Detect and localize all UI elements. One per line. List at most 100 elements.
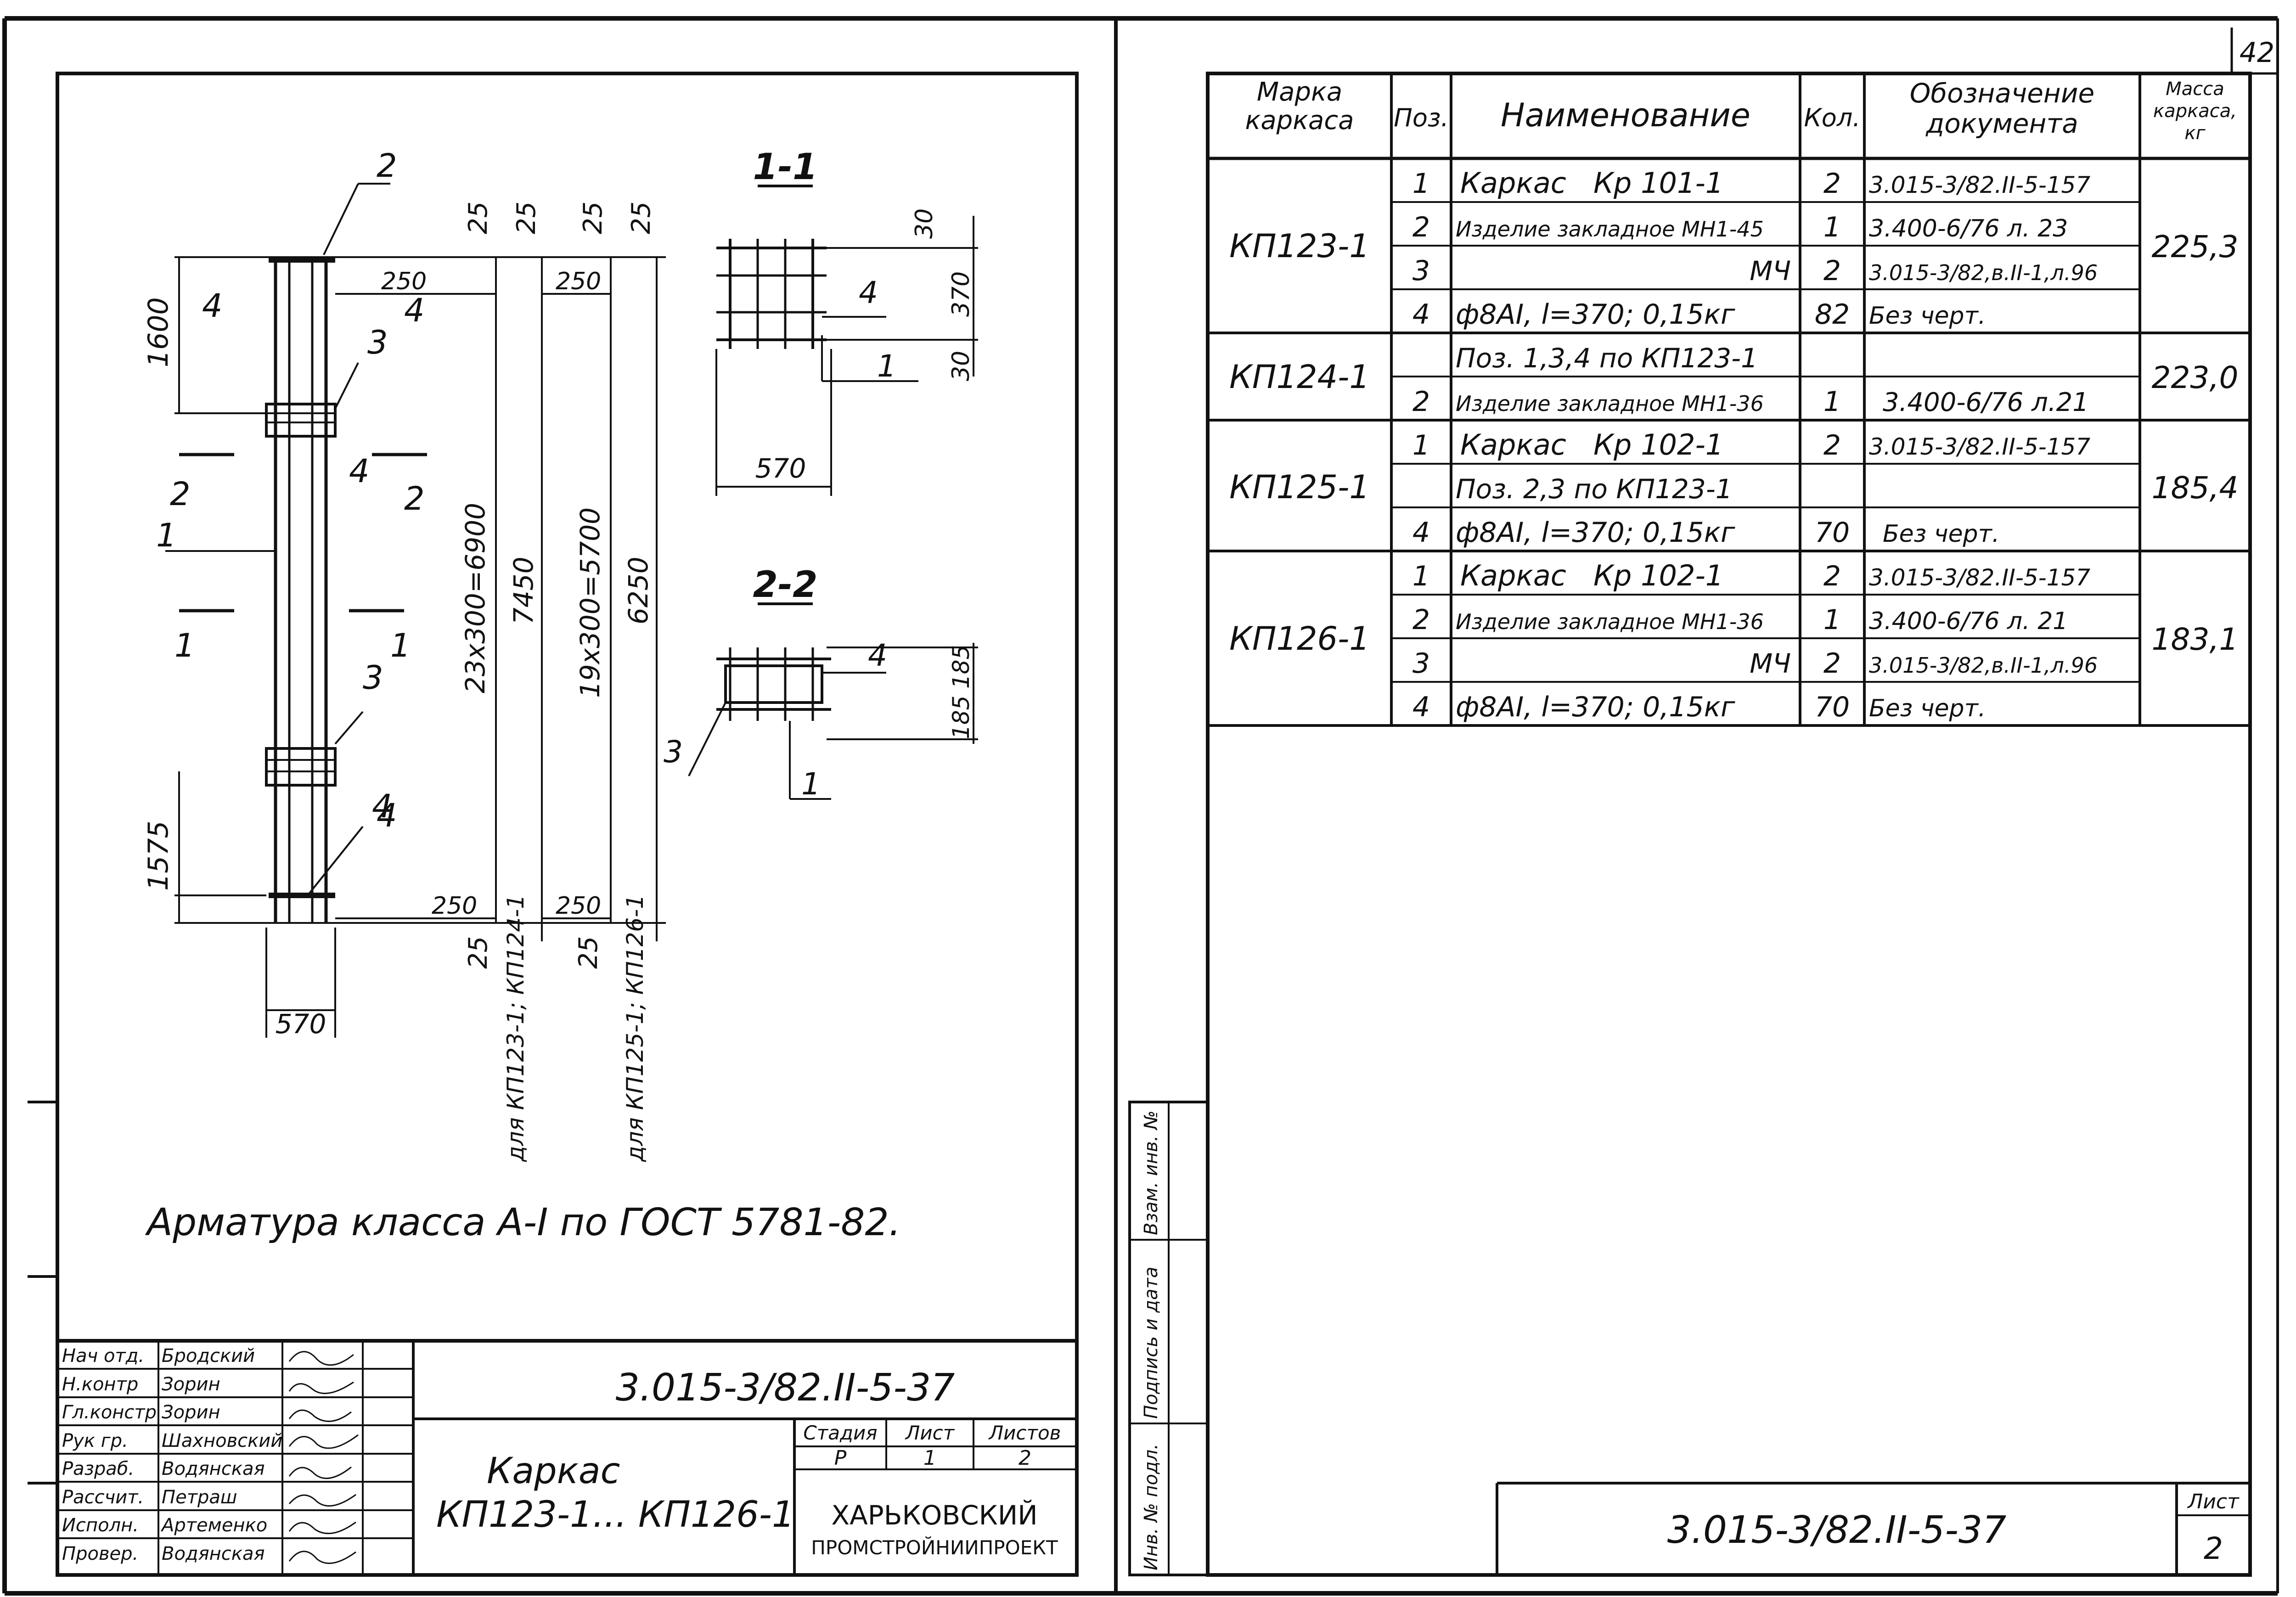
cell-doc: 3.400-6/76 л. 23: [1869, 215, 2068, 242]
dim-text: 250: [556, 892, 601, 920]
cell-pos: 2: [1412, 604, 1430, 636]
dim-text: 25: [574, 936, 603, 969]
usage-note: для КП125-1; КП126-1: [622, 894, 648, 1162]
stamp-name: Зорин: [162, 1402, 220, 1423]
page-frame: [2, 16, 2279, 1596]
cell-name: ф8АI, l=370; 0,15кг: [1456, 691, 1735, 723]
specification-table: [1208, 73, 2250, 727]
dim-text: 1575: [142, 821, 174, 891]
section-mark: 1: [174, 627, 195, 664]
stamp-name: Шахновский: [162, 1430, 282, 1451]
pos-label: 1: [801, 766, 821, 802]
stamp-name: Зорин: [162, 1374, 220, 1395]
dim-text: 1600: [142, 297, 174, 367]
cell-name: МЧ: [1750, 648, 1791, 679]
dim-text: 25: [512, 202, 541, 234]
cell-pos: 2: [1412, 211, 1430, 243]
frame-mass: 183,1: [2152, 622, 2239, 657]
pos-label: 2: [377, 147, 397, 185]
right-title-block: 3.015-3/82.II-5-37 Лист 2: [1496, 1482, 2250, 1575]
drawing-code: 3.015-3/82.II-5-37: [616, 1366, 955, 1410]
section-2-drawing: 185 185 4 3 1: [664, 638, 978, 802]
cell-qty: 70: [1815, 691, 1850, 723]
section-mark: 1: [390, 627, 411, 664]
cell-pos: 4: [1412, 691, 1430, 723]
table-row: 4 ф8АI, l=370; 0,15кг 82 Без черт.: [1412, 298, 1986, 331]
dim-text: 25: [626, 202, 656, 234]
cell-pos: 3: [1412, 647, 1430, 680]
cell-name: Каркас Кр 102-1: [1460, 428, 1723, 461]
pos-label: 4: [868, 638, 887, 673]
frame-mark: КП125-1: [1229, 468, 1370, 506]
left-title-block: Нач отд. Н.контр Гл.констр Рук гр. Разра…: [56, 1339, 1079, 1577]
table-row: 1 Каркас Кр 102-1 2 3.015-3/82.II-5-157: [1412, 559, 2090, 592]
section-mark: 2: [404, 480, 425, 517]
cell-doc: 3.015-3/82.II-5-157: [1869, 172, 2090, 198]
pos-label: 1: [156, 517, 177, 554]
cell-name: Изделие закладное МН1-36: [1456, 391, 1764, 416]
signature-scribbles: [288, 1351, 359, 1564]
header-qty: Кол.: [1804, 103, 1860, 132]
stage-header: Стадия: [803, 1422, 877, 1444]
stamp-role: Разраб.: [62, 1458, 134, 1479]
cell-name: Поз. 1,3,4 по КП123-1: [1456, 343, 1758, 374]
right-sheet: Марка каркаса Поз. Наименование Кол. Обо…: [1128, 72, 2252, 1577]
cell-qty: 2: [1823, 647, 1841, 680]
stamp-name: Петраш: [162, 1487, 237, 1508]
dim-text: 570: [276, 1008, 326, 1040]
drawing-title: КП123-1... КП126-1: [436, 1494, 795, 1535]
stamp-name: Артеменко: [160, 1515, 267, 1536]
cell-doc: Без черт.: [1869, 302, 1986, 330]
dim-text: 30: [911, 208, 938, 239]
dim-text: 250: [381, 268, 427, 295]
table-row: 4 ф8АI, l=370; 0,15кг 70 Без черт.: [1412, 691, 1986, 723]
cell-name: Изделие закладное МН1-45: [1456, 217, 1764, 242]
cell-pos: 1: [1412, 168, 1430, 200]
dim-text: 7450: [508, 557, 539, 624]
cell-pos: 3: [1412, 255, 1430, 287]
margin-label: Подпись и дата: [1141, 1267, 1162, 1419]
section-1-drawing: 30 370 30 570 4 1: [715, 208, 978, 496]
cell-pos: 1: [1412, 560, 1430, 592]
pos-label: 4: [202, 287, 223, 325]
dim-text: 370: [947, 271, 975, 317]
table-row: 3 МЧ 2 3.015-3/82,в.II-1,л.96: [1412, 647, 2098, 680]
sheets-header: Листов: [988, 1422, 1061, 1444]
stage-value: Р: [834, 1446, 847, 1470]
cell-doc: Без черт.: [1883, 520, 1999, 548]
table-header-row: Марка каркаса Поз. Наименование Кол. Обо…: [1245, 78, 2237, 144]
cell-doc: 3.015-3/82.II-5-157: [1869, 433, 2090, 460]
frame-mass: 223,0: [2152, 360, 2239, 395]
sheet-header: Лист: [905, 1422, 955, 1444]
left-sheet: 1-1 2-2 2 4 4 3 4 4 3 4 1 2 2 1 1 25 25 …: [28, 72, 1079, 1577]
cell-doc: 3.015-3/82,в.II-1,л.96: [1869, 653, 2098, 678]
stamp-role: Нач отд.: [62, 1345, 144, 1366]
cell-qty: 2: [1823, 429, 1841, 461]
elevation-dimensions: 25 25 25 25 250 250 1600 1575 23х300=690…: [142, 202, 656, 1162]
cell-qty: 70: [1815, 517, 1850, 549]
dim-text: 25: [463, 936, 493, 969]
cell-doc: Без черт.: [1869, 695, 1986, 722]
stamp-name: Водянская: [162, 1543, 265, 1564]
margin-label: Взам. инв. №: [1141, 1110, 1162, 1235]
cell-name: ф8АI, l=370; 0,15кг: [1456, 298, 1735, 331]
stamp-role: Гл.констр: [62, 1402, 157, 1423]
table-row: Поз. 1,3,4 по КП123-1: [1456, 343, 1758, 374]
stamp-role: Провер.: [62, 1543, 138, 1564]
stamp-role: Н.контр: [62, 1374, 138, 1395]
cell-qty: 2: [1823, 560, 1841, 592]
cell-qty: 1: [1823, 386, 1841, 418]
table-row: 2 Изделие закладное МН1-36 1 3.400-6/76 …: [1412, 386, 2089, 418]
dim-text: 23х300=6900: [460, 503, 491, 693]
dim-text: 570: [755, 453, 806, 484]
dim-text: 30: [947, 351, 975, 381]
table-row: 4 ф8АI, l=370; 0,15кг 70 Без черт.: [1412, 517, 1999, 549]
drawing-title: Каркас: [487, 1451, 620, 1492]
cell-name: МЧ: [1750, 255, 1791, 287]
cell-name: Поз. 2,3 по КП123-1: [1456, 473, 1733, 505]
table-row: 2 Изделие закладное МН1-36 1 3.400-6/76 …: [1412, 604, 2068, 636]
pos-label: 3: [363, 659, 383, 697]
dim-text: 185: [948, 645, 974, 689]
elevation-pos-labels: 2 4 4 3 4 4 3 4 1 2 2 1 1: [156, 147, 425, 834]
